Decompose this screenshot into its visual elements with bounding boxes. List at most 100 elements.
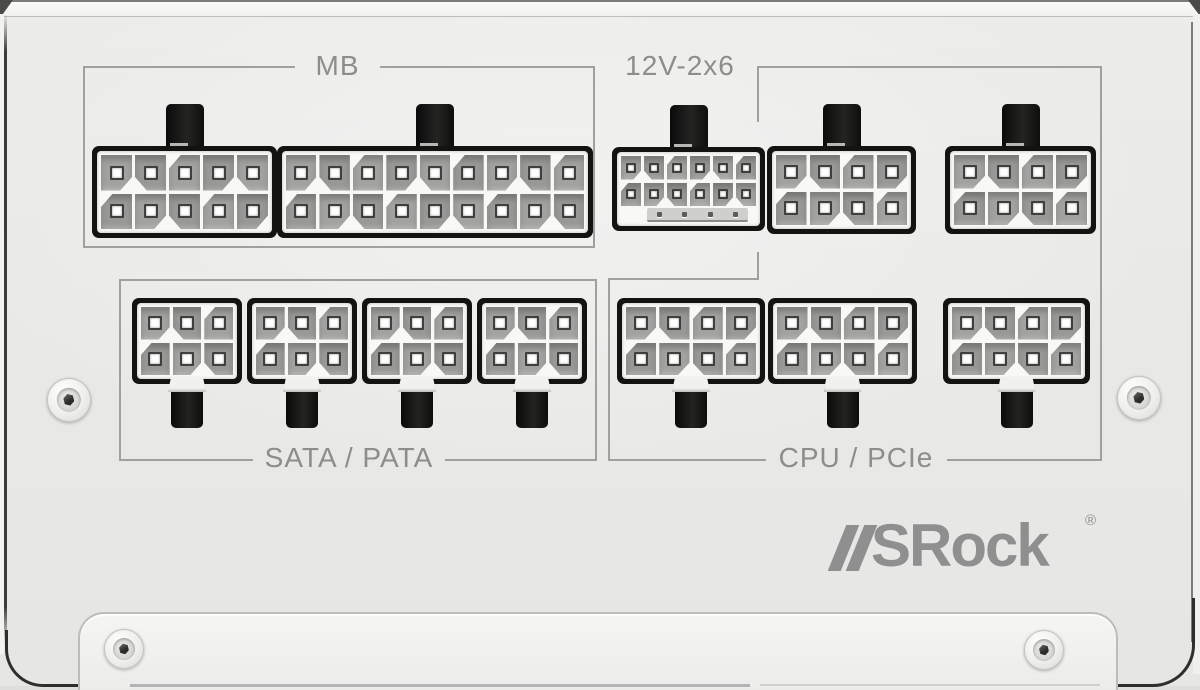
pin-contact <box>528 165 543 180</box>
bottom-edge-shadow <box>130 684 750 687</box>
pin-contact <box>409 351 424 366</box>
pin-contact <box>962 201 977 216</box>
pin-well <box>486 342 515 375</box>
screw-mid-right <box>1117 376 1161 420</box>
hex-socket-icon <box>118 643 130 655</box>
cpu-pcie-c-retention-tab <box>675 388 707 428</box>
pin-well <box>434 307 463 340</box>
pin-contact <box>427 165 442 180</box>
sata-pata-2-shell <box>252 303 352 379</box>
12v-2x6-shell <box>617 152 760 226</box>
pin-contact <box>561 204 576 219</box>
hex-socket-icon <box>1132 391 1146 405</box>
12v-2x6-pin-grid <box>621 156 756 206</box>
cpu-pcie-a-shell <box>772 151 911 229</box>
pin-contact <box>695 189 705 200</box>
screw-bottom-left <box>104 629 144 669</box>
sata-pata-3-retention-tab <box>401 388 433 428</box>
pin-contact <box>524 351 539 366</box>
mb-18pin-shell <box>282 151 588 233</box>
pin-contact <box>885 316 900 331</box>
pin-well <box>659 307 690 340</box>
sata-pata-4-connector <box>477 298 587 384</box>
pin-well <box>286 155 317 191</box>
pin-well <box>1051 307 1081 340</box>
pin-well <box>237 155 268 191</box>
cpu-pcie-d-retention-tab <box>826 388 859 428</box>
cpu-pcie-b-pin-grid <box>954 155 1087 225</box>
right-edge-highlight <box>1193 14 1200 674</box>
pin-well <box>777 307 808 340</box>
cpu-pcie-d-shell <box>773 303 912 379</box>
pin-contact <box>361 204 376 219</box>
pin-contact <box>700 316 715 331</box>
pin-well <box>985 307 1015 340</box>
pin-well <box>386 155 417 191</box>
left-edge-highlight <box>0 14 4 654</box>
pin-contact <box>1059 351 1073 366</box>
pin-contact <box>409 316 424 331</box>
pin-well <box>169 193 200 229</box>
pin-well <box>486 193 518 229</box>
pin-well <box>713 156 733 180</box>
sata-box-bottom-right-line <box>445 459 597 461</box>
pin-well <box>690 156 710 180</box>
pin-contact <box>695 162 705 173</box>
sata-pata-2-pin-grid <box>256 307 348 375</box>
pin-well <box>644 182 664 206</box>
pin-well <box>319 155 350 191</box>
mb-18pin-pin-grid <box>286 155 584 229</box>
mb-10pin-retention-tab <box>165 104 204 152</box>
pin-well <box>141 307 170 340</box>
12v-2x6-retention-tab <box>669 105 708 153</box>
pin-contact <box>494 165 509 180</box>
cpu-pcie-c-connector <box>617 298 765 384</box>
sata-pata-label: SATA / PATA <box>264 442 434 473</box>
pin-contact <box>996 201 1011 216</box>
bracket-inner-left-line <box>608 278 610 461</box>
pin-well <box>776 155 807 189</box>
pin-well <box>692 342 723 375</box>
sata-pata-1-connector <box>132 298 242 384</box>
pin-well <box>256 342 285 375</box>
pin-contact <box>817 164 832 179</box>
pin-contact <box>1059 316 1073 331</box>
cpu-pcie-c-latch <box>672 377 710 392</box>
mb-box-top-left-line <box>83 66 295 68</box>
screw-mid-left <box>47 378 91 422</box>
hex-socket-icon <box>62 393 76 407</box>
screw-recess <box>1126 385 1152 411</box>
screw-recess <box>56 387 82 413</box>
bracket-top-line <box>757 66 1102 68</box>
pin-contact <box>718 162 728 173</box>
pin-well <box>101 155 132 191</box>
12v-2x6-label: 12V-2x6 <box>625 50 735 81</box>
pin-contact <box>556 351 571 366</box>
pin-well <box>988 155 1019 189</box>
pin-well <box>352 193 384 229</box>
screw-bottom-right <box>1024 630 1064 670</box>
pin-well <box>621 182 641 206</box>
sata-box-top-line <box>119 279 597 281</box>
pin-contact <box>960 351 974 366</box>
cpu-pcie-c-shell <box>622 303 760 379</box>
sata-pata-1-latch <box>168 377 206 392</box>
pin-contact <box>993 351 1007 366</box>
pin-contact <box>672 189 682 200</box>
pin-well <box>520 193 551 229</box>
pin-contact <box>148 351 163 366</box>
mb-box-right-line <box>593 66 595 248</box>
cpu-pcie-e-connector <box>943 298 1090 384</box>
pin-well <box>434 342 463 375</box>
sideband-sense-pins <box>647 208 748 222</box>
cpu-pcie-c-pin-grid <box>626 307 756 375</box>
pin-well <box>453 193 484 229</box>
pin-contact <box>818 351 833 366</box>
pin-well <box>286 193 317 229</box>
pin-contact <box>109 165 124 180</box>
sata-pata-4-latch <box>513 377 551 392</box>
cpu-pcie-e-latch <box>997 377 1036 392</box>
pin-well <box>204 307 233 340</box>
pin-well <box>810 307 841 340</box>
